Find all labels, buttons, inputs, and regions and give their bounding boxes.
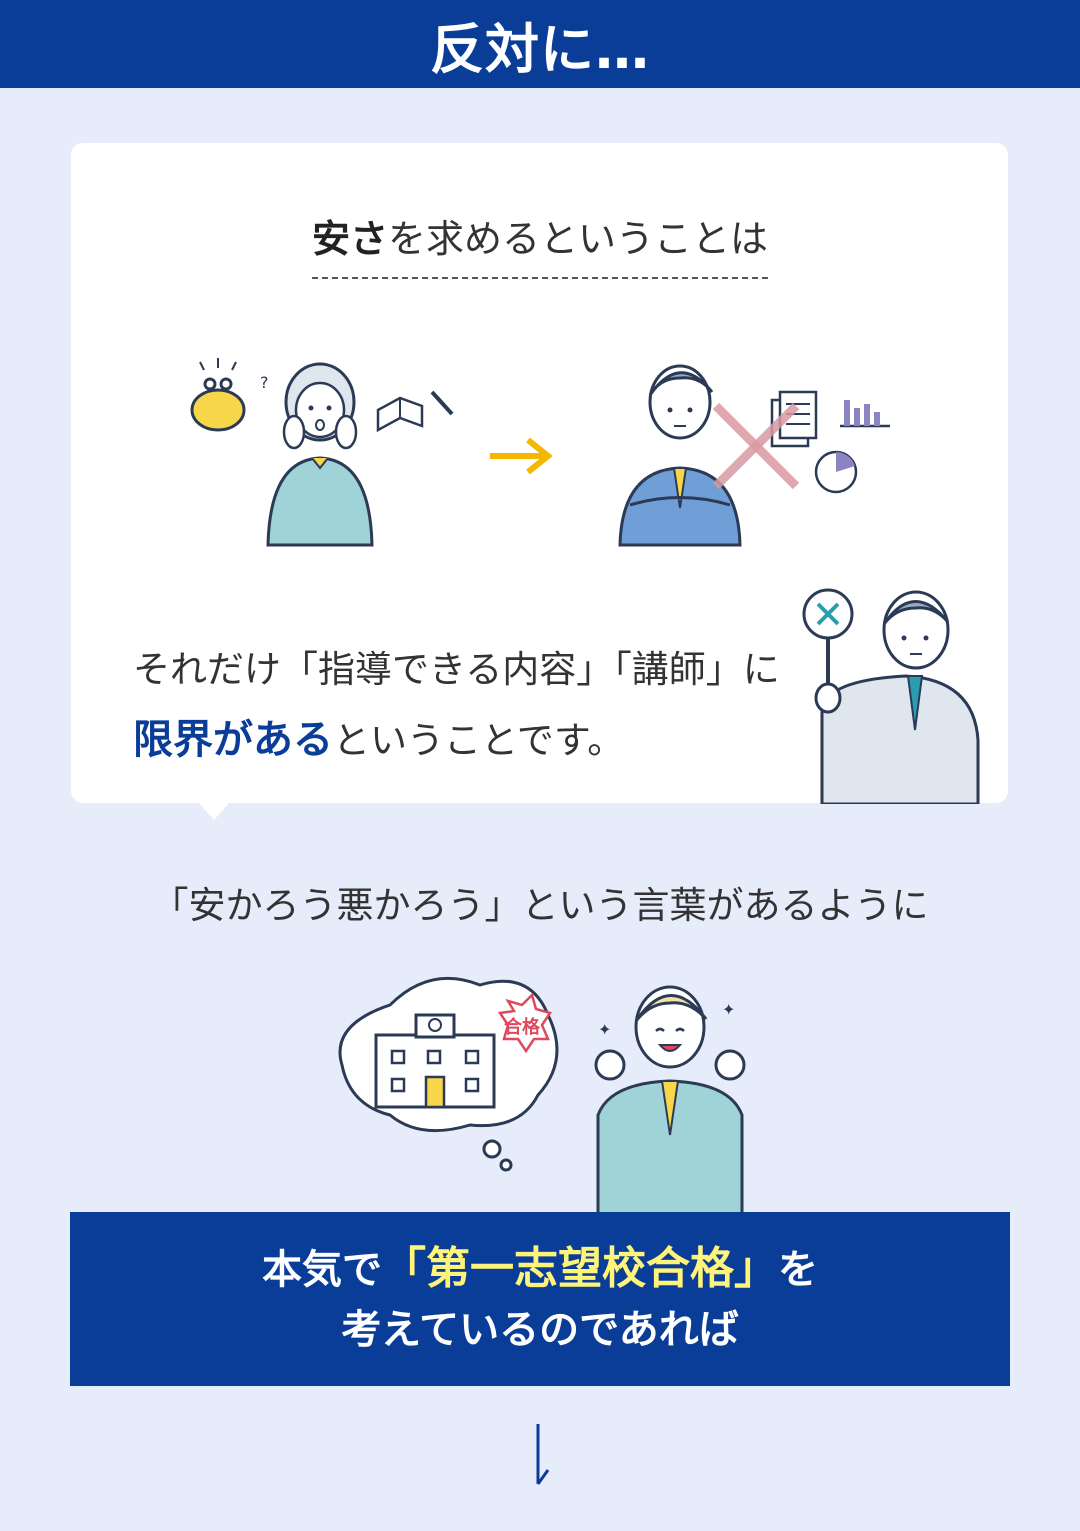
conclusion-banner: 本気で「第一志望校合格」を 考えているのであれば [70, 1212, 1010, 1386]
pie-chart-icon [814, 450, 858, 494]
arrow-down-icon [536, 1424, 550, 1485]
heading-rest: を求めるということは [388, 217, 769, 261]
banner-pre: 本気で [262, 1246, 382, 1293]
student-girl-figure: ? [260, 362, 374, 547]
bar-graph-icon [840, 400, 890, 428]
cheap-tutoring-illustration: ? [190, 358, 890, 547]
message-strong: 限界がある [133, 717, 333, 763]
svg-text:?: ? [260, 373, 269, 392]
card-heading: 安さを求めるということは [0, 208, 1080, 279]
book-icon [376, 390, 454, 433]
proverb-text: 「安かろう悪かろう」という言葉があるように [151, 884, 929, 927]
svg-text:✦: ✦ [598, 1020, 611, 1039]
banner-post: を [778, 1246, 818, 1293]
school-pass-illustration: 合格 ✦ ✦ [338, 976, 746, 1215]
header-bar: 反対に… [0, 0, 1080, 88]
svg-text:✦: ✦ [722, 1000, 735, 1019]
x-sign-icon [802, 588, 854, 690]
banner-highlight: 「第一志望校合格」 [382, 1242, 778, 1294]
heading-strong: 安さ [311, 217, 388, 261]
limit-message: それだけ「指導できる内容」「講師」に 限界があるということです。 [133, 635, 813, 776]
coin-purse-icon [190, 358, 246, 432]
message-line1: それだけ「指導できる内容」「講師」に [133, 648, 780, 691]
school-building-icon [374, 1013, 496, 1109]
arrow-right-icon [490, 437, 553, 475]
banner-line2: 考えているのであれば [341, 1306, 739, 1353]
pass-stamp-icon: 合格 [497, 992, 552, 1054]
cross-mark-icon [712, 402, 800, 490]
happy-student-figure: ✦ ✦ [594, 985, 746, 1215]
stamp-text: 合格 [504, 1016, 541, 1038]
card-tail [198, 802, 230, 820]
documents-icon [770, 390, 818, 448]
header-title: 反対に… [430, 17, 650, 81]
teacher-figure [802, 588, 980, 804]
businessman-figure [618, 364, 742, 547]
message-rest: ということです。 [333, 719, 625, 762]
